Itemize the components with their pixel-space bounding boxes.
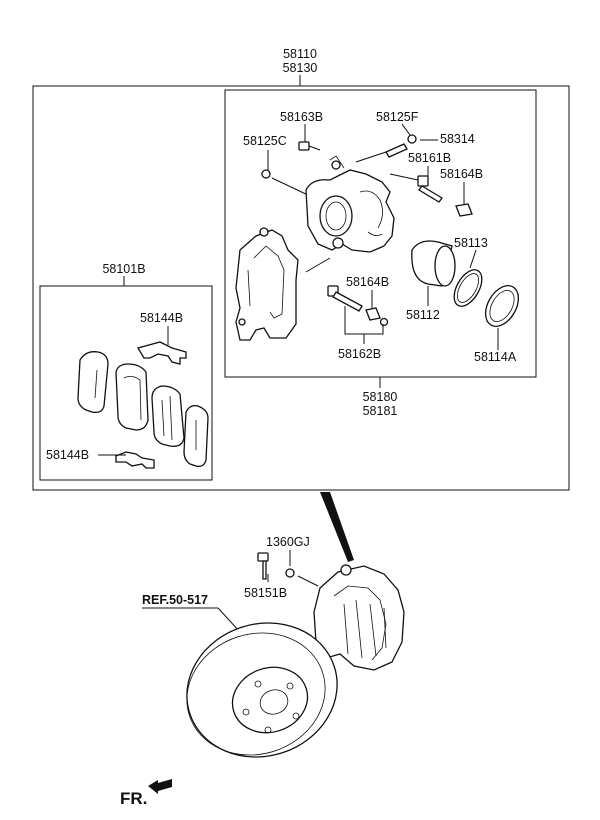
bleeder-nipple-58314-icon bbox=[385, 143, 408, 158]
caliper-body-icon bbox=[305, 155, 395, 253]
label-58144b-lower: 58144B bbox=[46, 448, 89, 462]
front-arrow-icon bbox=[148, 779, 172, 794]
label-58125f: 58125F bbox=[376, 110, 419, 124]
label-58144b-upper: 58144B bbox=[140, 311, 183, 325]
front-direction-label: FR. bbox=[120, 789, 147, 808]
label-58164b-mid: 58164B bbox=[346, 275, 389, 289]
piston-58112-icon bbox=[411, 240, 456, 287]
assembly-pointer-wedge bbox=[320, 492, 354, 562]
label-58101b: 58101B bbox=[102, 262, 145, 276]
dust-boot-58114a-icon bbox=[484, 285, 520, 327]
label-58314: 58314 bbox=[440, 132, 475, 146]
label-58125c: 58125C bbox=[243, 134, 287, 148]
label-58151b: 58151B bbox=[244, 586, 287, 600]
label-1360gj: 1360GJ bbox=[266, 535, 310, 549]
piston-seal-58113-icon bbox=[453, 269, 483, 307]
bolt-58163b-icon bbox=[298, 141, 321, 151]
boot-58164b-top-icon bbox=[455, 203, 473, 217]
label-58112: 58112 bbox=[406, 308, 440, 322]
label-58113: 58113 bbox=[454, 236, 488, 250]
bolt-58161b-icon bbox=[417, 175, 443, 203]
label-58181: 58181 bbox=[363, 404, 398, 418]
label-58114a: 58114A bbox=[474, 350, 517, 364]
brake-pad-set-icon bbox=[77, 341, 209, 469]
washer-1360gj-icon bbox=[285, 568, 295, 578]
label-58161b: 58161B bbox=[408, 151, 451, 165]
label-58163b: 58163B bbox=[280, 110, 323, 124]
brake-disc-icon bbox=[186, 622, 338, 758]
guide-pin-icon bbox=[327, 285, 389, 327]
label-58180: 58180 bbox=[363, 390, 398, 404]
label-58162b: 58162B bbox=[338, 347, 381, 361]
label-ref-50-517: REF.50-517 bbox=[142, 593, 208, 607]
pad-kit-frame bbox=[39, 285, 213, 481]
assembled-caliper-icon bbox=[313, 564, 405, 671]
bleeder-cap-58125c-icon bbox=[261, 169, 271, 179]
label-58130: 58130 bbox=[283, 61, 318, 75]
outer-assembly-frame bbox=[32, 85, 570, 491]
bolt-58151b-icon bbox=[257, 552, 269, 580]
label-58110: 58110 bbox=[283, 47, 317, 61]
cap-58125f-icon bbox=[407, 134, 417, 144]
label-58164b-top: 58164B bbox=[440, 167, 483, 181]
caliper-bracket-icon bbox=[235, 227, 299, 341]
